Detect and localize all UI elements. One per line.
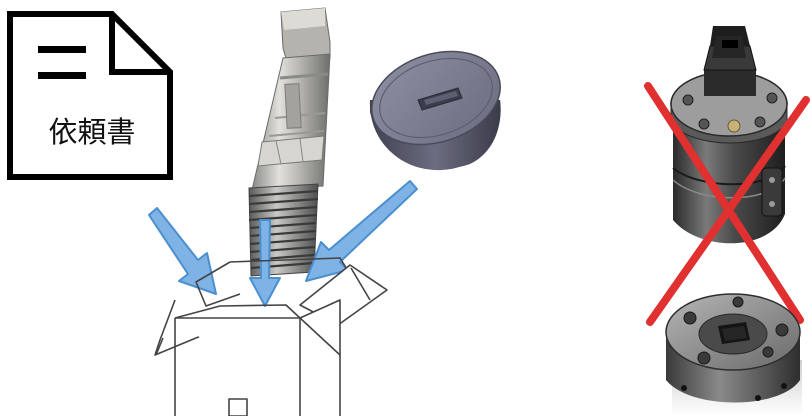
cylindrical-cap: [369, 50, 501, 171]
bolt-shaft-icon: [248, 7, 331, 277]
bolt-shaft: [248, 7, 331, 277]
disc-fixture-icon: [665, 293, 802, 416]
red-x-icon: [644, 82, 810, 326]
arrow-center: [249, 219, 281, 307]
open-box: [154, 257, 388, 416]
document-line-bottom: [38, 72, 86, 79]
document-label: 依頼書: [48, 115, 135, 149]
accepted-part: [665, 293, 802, 416]
arrow-left: [148, 207, 217, 295]
arrows: [148, 180, 418, 307]
document-fold: [109, 14, 170, 75]
arrow-right: [305, 180, 418, 282]
request-document-icon: [7, 11, 173, 180]
rejected-part: [644, 26, 810, 326]
request-document: 依頼書: [7, 11, 173, 180]
document-line-top: [38, 46, 86, 53]
rejected-actuator-icon: [670, 26, 788, 244]
open-cardboard-box-icon: [154, 257, 388, 416]
cylindrical-cap-icon: [369, 50, 501, 171]
